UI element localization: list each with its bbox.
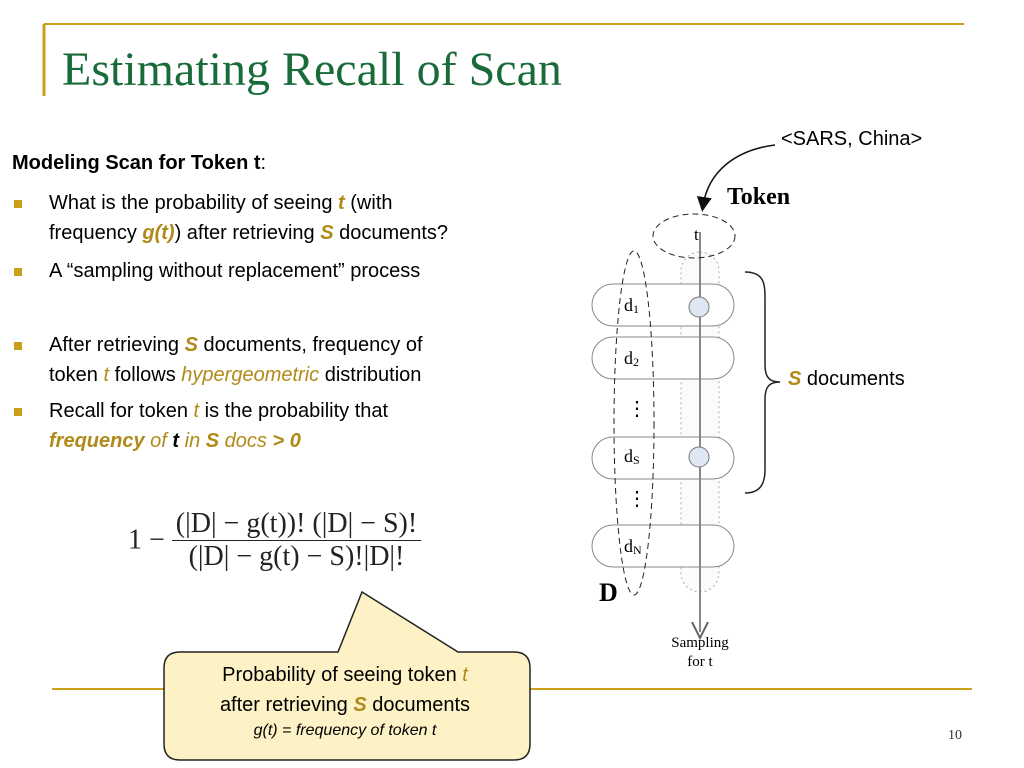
formula-numerator: (|D| − g(t))! (|D| − S)! <box>171 508 422 541</box>
token-t: t <box>172 430 180 452</box>
s-variable: S <box>184 334 198 356</box>
text-span: ) after retrieving <box>174 222 321 244</box>
token-hit-ds <box>688 446 710 468</box>
doc-subscript: N <box>633 543 642 557</box>
s-docs-brace <box>744 271 781 494</box>
collection-ellipse <box>613 250 655 596</box>
section-heading: Modeling Scan for Token t: <box>12 152 266 175</box>
bullet-marker <box>14 200 22 208</box>
example-token: <SARS, China> <box>781 128 923 150</box>
doc-letter: d <box>624 348 633 368</box>
doc-subscript: S <box>633 453 640 467</box>
s-documents-label: S documents <box>788 368 905 391</box>
text-span: Recall for token <box>49 400 194 422</box>
greater-than-zero: > 0 <box>272 430 301 452</box>
token-heading: Token <box>727 184 791 210</box>
callout-line-3: g(t) = frequency of token t <box>253 722 437 739</box>
callout-line-2: after retrieving S documents <box>170 690 520 720</box>
page-number: 10 <box>948 728 962 743</box>
hypergeometric-term: hypergeometric <box>181 364 320 386</box>
text-span: follows <box>109 364 182 386</box>
doc-label-ds: dS <box>624 446 640 468</box>
slide-title: Estimating Recall of Scan <box>62 43 562 96</box>
doc-label-d2: d2 <box>624 348 639 370</box>
doc-pill-ds <box>591 436 735 480</box>
text-span: frequency <box>49 222 143 244</box>
s-variable: S <box>320 222 334 244</box>
doc-letter: d <box>624 295 633 315</box>
s-variable: S <box>353 694 367 716</box>
s-variable: S <box>205 430 220 452</box>
heading-text: Modeling Scan for Token <box>12 152 249 174</box>
collection-label: D <box>599 578 618 607</box>
text-span: in <box>179 430 206 452</box>
recall-formula: 1 − (|D| − g(t))! (|D| − S)! (|D| − g(t)… <box>128 508 422 573</box>
token-t: t <box>103 364 110 386</box>
bullet-2-line-1: A “sampling without replacement” process <box>49 260 421 282</box>
token-t: t <box>462 664 468 686</box>
bullet-marker <box>14 408 22 416</box>
text-span: token <box>49 364 104 386</box>
doc-letter: d <box>624 446 633 466</box>
doc-pill-d1 <box>591 283 735 327</box>
token-hit-d1 <box>688 296 710 318</box>
text-span: What is the probability of seeing <box>49 192 339 214</box>
ellipsis-lower: ⋮ <box>627 488 647 510</box>
bullet-3-line-1: After retrieving S documents, frequency … <box>49 330 423 360</box>
frequency-term: frequency <box>49 430 145 452</box>
callout-line-1: Probability of seeing token t <box>170 660 520 690</box>
text-span: of <box>144 430 173 452</box>
formula-fraction: (|D| − g(t))! (|D| − S)! (|D| − g(t) − S… <box>171 508 422 573</box>
text-span: After retrieving <box>49 334 185 356</box>
token-t: t <box>338 192 345 214</box>
bullet-4-line-1: Recall for token t is the probability th… <box>49 396 388 426</box>
text-span: documents <box>801 368 905 390</box>
g-of-t: g(t) <box>142 222 175 244</box>
doc-subscript: 1 <box>633 302 639 316</box>
text-span: Probability of seeing token <box>222 664 463 686</box>
heading-token: t <box>253 152 261 174</box>
text-span: documents? <box>333 222 449 244</box>
text-span: after retrieving <box>219 694 354 716</box>
doc-label-d1: d1 <box>624 295 639 317</box>
doc-pill-dn <box>591 524 735 568</box>
bullet-1-line-1: What is the probability of seeing t (wit… <box>49 188 393 218</box>
formula-denominator: (|D| − g(t) − S)!|D|! <box>188 541 405 572</box>
s-variable: S <box>788 368 802 390</box>
doc-subscript: 2 <box>633 355 639 369</box>
text-span: documents, frequency of <box>197 334 423 356</box>
bullet-marker <box>14 342 22 350</box>
token-ellipse <box>652 213 736 259</box>
bullet-3-line-2: token t follows hypergeometric distribut… <box>49 360 421 390</box>
bullet-4-line-2: frequency of t in S docs > 0 <box>49 426 301 456</box>
doc-pill-d2 <box>591 336 735 380</box>
sampling-caption-line-1: Sampling <box>671 635 729 651</box>
bullet-marker <box>14 268 22 276</box>
sampling-caption-line-2: for t <box>687 654 713 670</box>
token-t: t <box>193 400 200 422</box>
callout-text: Probability of seeing token t after retr… <box>170 660 520 742</box>
text-span: docs <box>219 430 273 452</box>
text-span: documents <box>366 694 471 716</box>
token-symbol: t <box>694 225 699 244</box>
example-arrow <box>696 144 776 212</box>
doc-letter: d <box>624 536 633 556</box>
formula-prefix: 1 − <box>128 524 165 556</box>
text-span: is the probability that <box>199 400 389 422</box>
text-span: distribution <box>319 364 422 386</box>
sampling-caption: Sampling for t <box>652 634 748 672</box>
ellipsis-upper: ⋮ <box>627 398 647 420</box>
bullet-1-line-2: frequency g(t)) after retrieving S docum… <box>49 218 448 248</box>
doc-label-dn: dN <box>624 536 642 558</box>
text-span: (with <box>344 192 393 214</box>
heading-colon: : <box>260 152 267 174</box>
callout-shape <box>163 590 531 761</box>
